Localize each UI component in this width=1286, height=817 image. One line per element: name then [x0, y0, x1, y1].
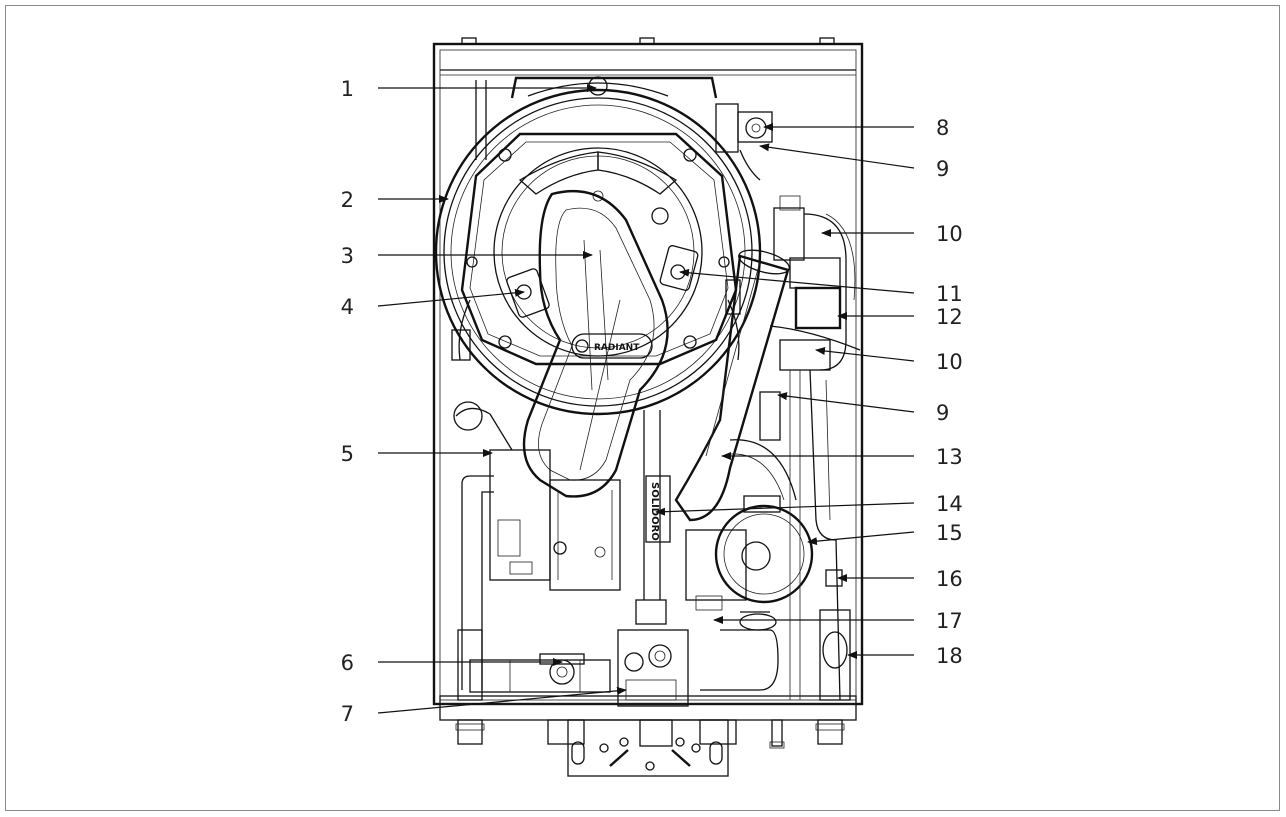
- callout-13: 13: [936, 445, 963, 469]
- callout-17: 17: [936, 609, 963, 633]
- wall-bracket: [567, 719, 729, 777]
- callout-10-top: 10: [936, 222, 963, 246]
- callout-11: 11: [936, 282, 963, 306]
- callout-18: 18: [936, 644, 963, 668]
- callout-4: 4: [341, 295, 354, 319]
- left-pipes: [453, 401, 513, 690]
- callout-6: 6: [341, 651, 354, 675]
- bottom-connections: [455, 719, 845, 749]
- callout-10-bottom: 10: [936, 350, 963, 374]
- callout-14: 14: [936, 492, 963, 516]
- burner-ring: [493, 147, 703, 357]
- heat-exchanger: [434, 88, 762, 416]
- callout-7: 7: [341, 702, 354, 726]
- circulation-pump: [685, 495, 814, 611]
- gas-valve: [617, 629, 689, 707]
- diagram-frame: [5, 5, 1280, 811]
- condensate-pipe: [674, 249, 790, 522]
- callout-12: 12: [936, 305, 963, 329]
- callout-9-top: 9: [936, 157, 949, 181]
- right-components: [759, 195, 861, 701]
- leader-lines: [377, 84, 915, 714]
- gas-cock: [457, 629, 611, 701]
- fan: [489, 449, 621, 591]
- callout-8: 8: [936, 116, 949, 140]
- callout-labels: 1 2 3 4 5 6 7 8 9 10 11 12 10 9 13 14 15…: [341, 77, 963, 726]
- callout-2: 2: [341, 188, 354, 212]
- callout-16: 16: [936, 567, 963, 591]
- air-intake-duct: RADIANT: [522, 190, 669, 498]
- pipe-elbows: [700, 439, 797, 691]
- callout-9-bottom: 9: [936, 401, 949, 425]
- callout-5: 5: [341, 442, 354, 466]
- top-right-fittings: [715, 103, 773, 181]
- brand-label: RADIANT: [594, 343, 640, 353]
- callout-15: 15: [936, 521, 963, 545]
- callout-1: 1: [341, 77, 354, 101]
- burner-front-plate: [460, 132, 738, 366]
- central-pipe: SOLIDORO: [635, 410, 671, 625]
- callout-3: 3: [341, 244, 354, 268]
- side-label: SOLIDORO: [649, 482, 660, 541]
